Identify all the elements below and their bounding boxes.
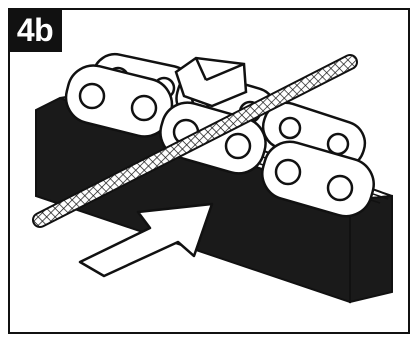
step-label: 4b: [8, 8, 62, 52]
